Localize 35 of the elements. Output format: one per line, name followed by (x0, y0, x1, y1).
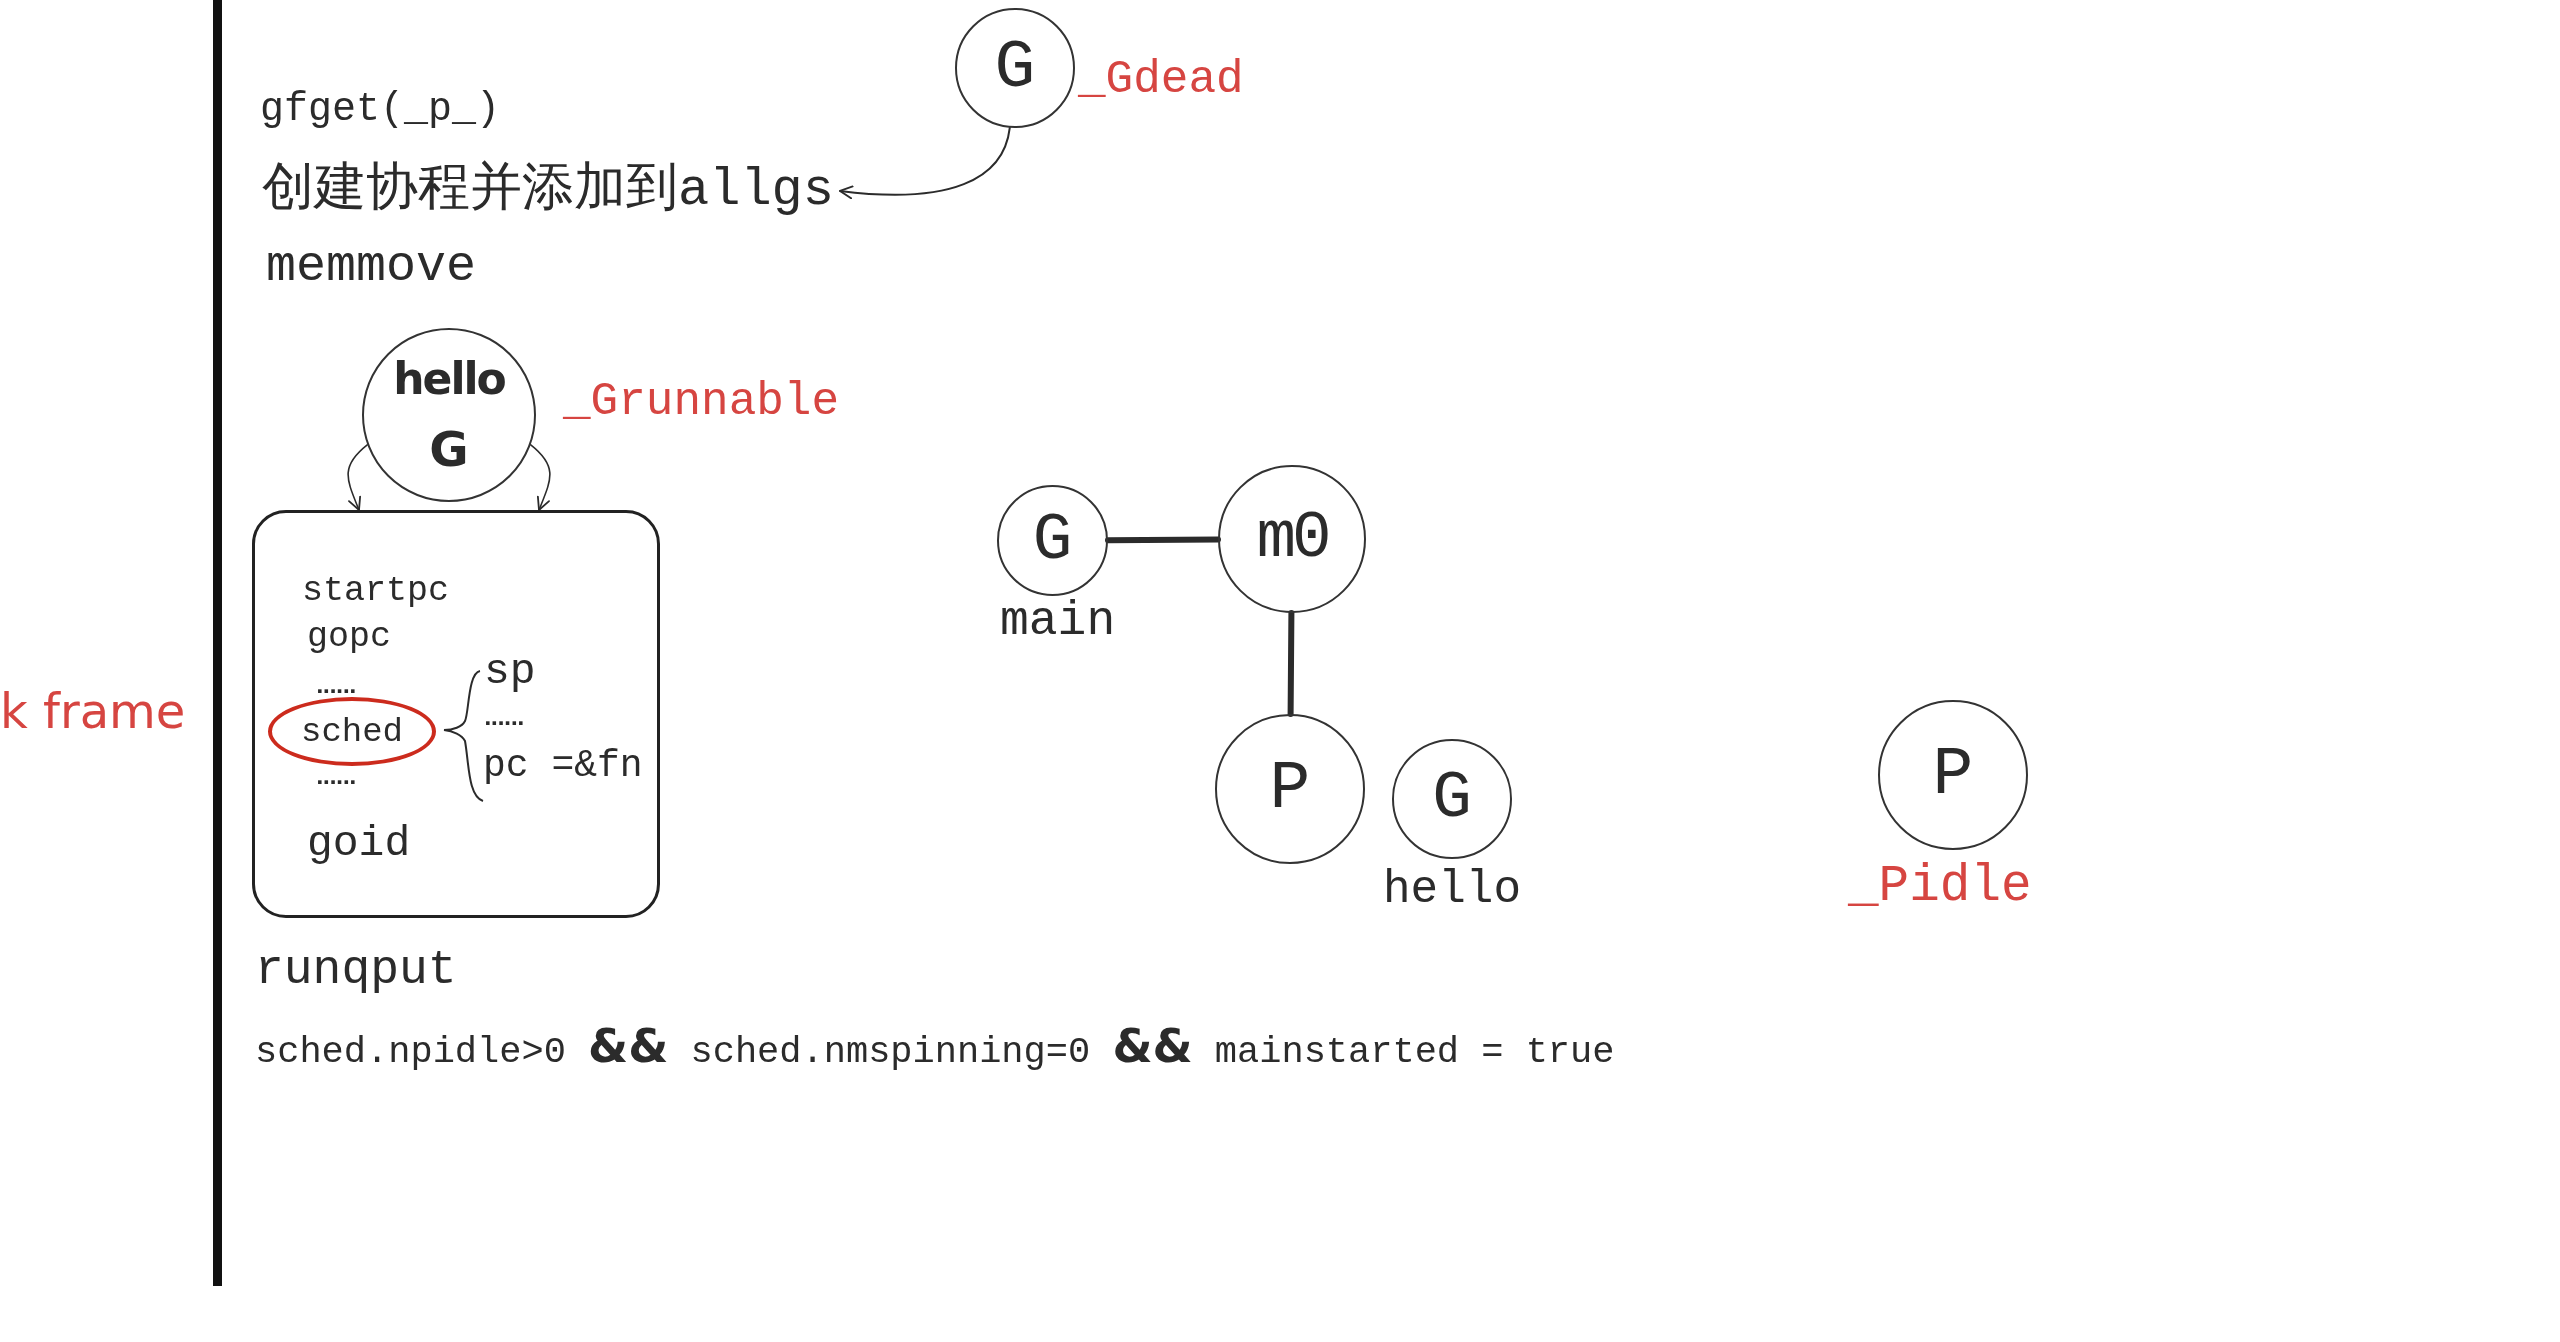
connector-line (1287, 610, 1295, 717)
ellipsis-dots: ...... (316, 675, 356, 698)
field-label: gopc (307, 617, 391, 658)
ellipsis-dots: ...... (484, 707, 524, 730)
annotation-text: 创建协程并添加到allgs (262, 161, 835, 221)
node-label: m0 (1256, 506, 1328, 572)
node-label: hello (393, 357, 505, 401)
struct-box (252, 510, 660, 918)
arrow (529, 443, 551, 511)
node-label: P (1932, 741, 1974, 809)
state-label: _Pidle (1848, 858, 2032, 917)
condition-text: sched.npidle>0 && sched.nmspinning=0 && mainstarted = true (255, 1020, 1615, 1074)
node-label: G (1432, 766, 1472, 832)
node-caption: hello (1383, 864, 1522, 917)
field-label: goid (307, 819, 411, 869)
side-label: k frame (0, 684, 186, 740)
node-label: G (1032, 507, 1073, 574)
highlight-ellipse (268, 697, 436, 766)
node-label: G (994, 34, 1036, 102)
code-text: runqput (255, 943, 457, 999)
field-label: startpc (302, 571, 450, 612)
node-label: P (1269, 755, 1311, 823)
arrow (839, 126, 1011, 199)
field-label: pc =&fn (483, 744, 643, 788)
arrow (347, 443, 369, 511)
connector-line (1105, 536, 1221, 544)
state-label: _Grunnable (563, 376, 840, 429)
node-label: G (429, 425, 469, 473)
field-label: sp (484, 647, 536, 697)
state-label: _Gdead (1078, 54, 1244, 107)
ellipsis-dots: ...... (316, 766, 356, 789)
code-text: gfget(_p_) (260, 87, 501, 133)
node-caption: main (1000, 594, 1116, 650)
code-text: memmove (266, 238, 477, 296)
field-label: sched (301, 714, 403, 749)
